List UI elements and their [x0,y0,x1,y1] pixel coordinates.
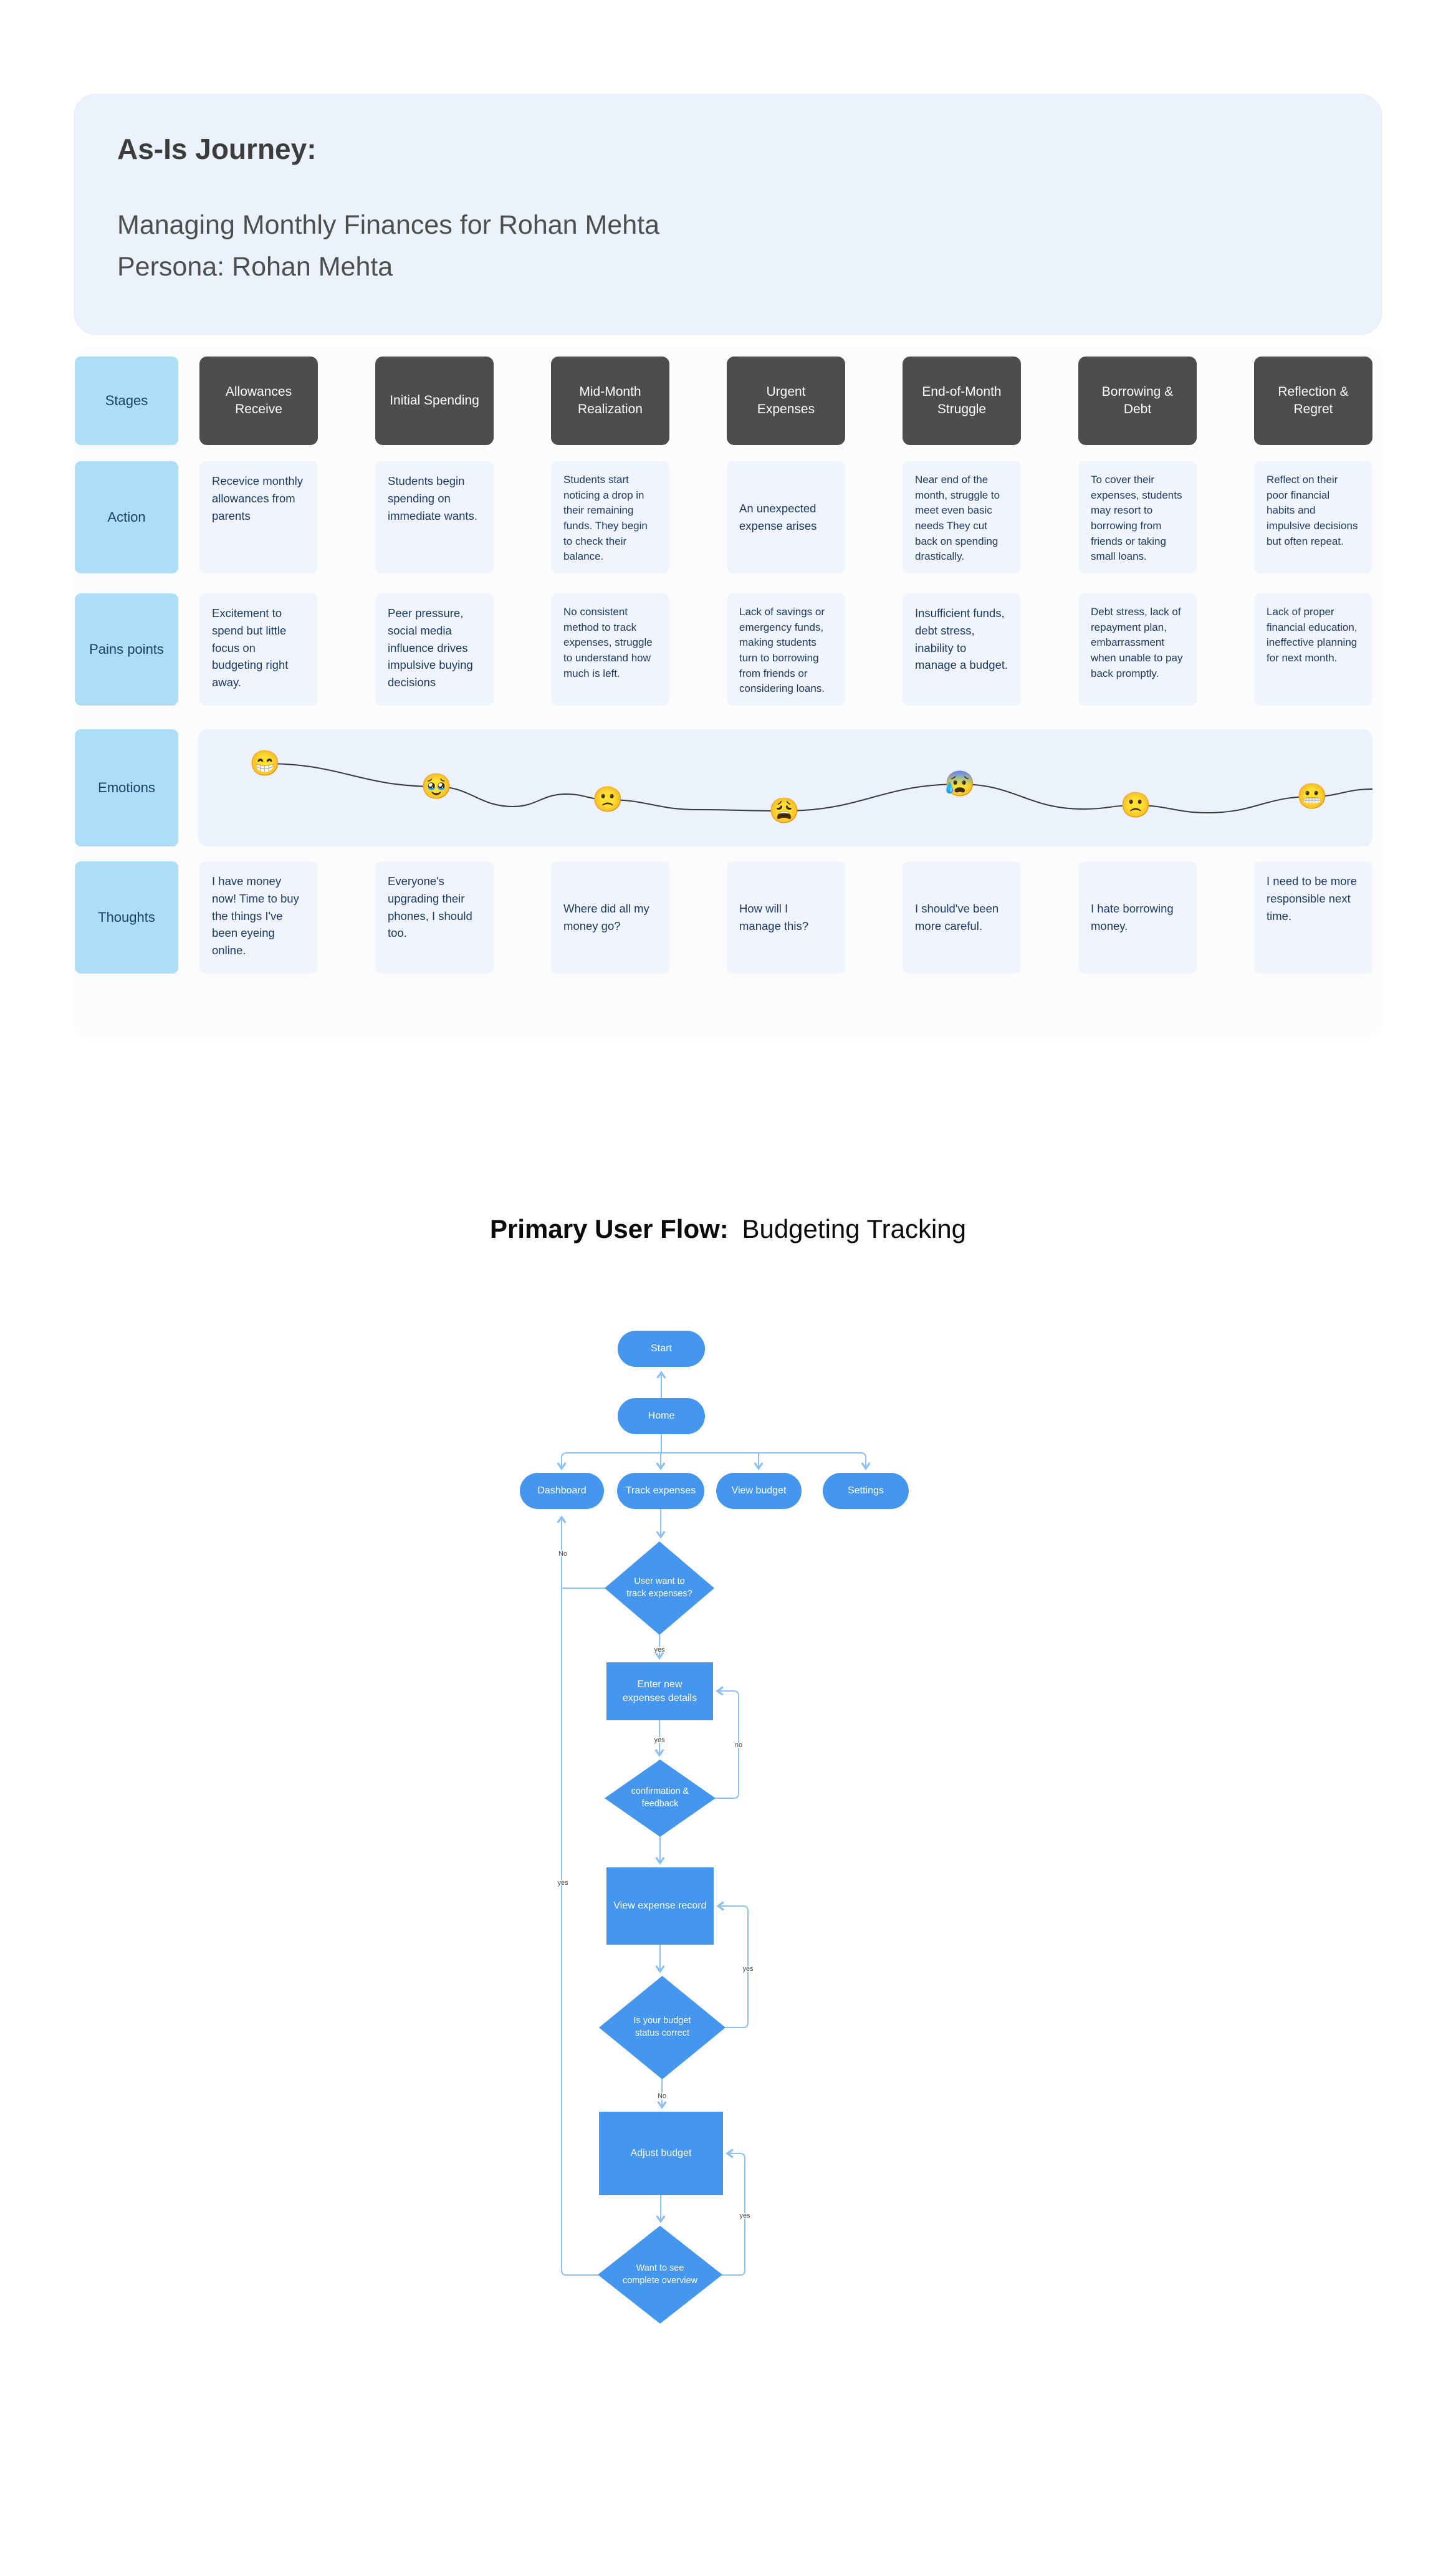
action-cell: Students begin spending on immediate wan… [375,461,494,573]
emotion-emoji: 😬 [1296,783,1328,810]
thought-cell: I hate borrowing money. [1078,861,1197,974]
flow-heading-regular: Budgeting Tracking [742,1214,967,1243]
edge-label-yes: yes [654,1736,665,1744]
flow-heading-bold: Primary User Flow: [489,1214,729,1243]
emotion-emoji: 😁 [249,750,280,777]
edge-label-yes: yes [739,2212,750,2220]
edge-label-no: No [558,1550,567,1558]
thought-cell: How will I manage this? [727,861,845,974]
flow-node-track-expenses: Track expenses [617,1473,704,1509]
thought-cell: I have money now! Time to buy the things… [199,861,318,974]
journey-subtitle: Managing Monthly Finances for Rohan Meht… [117,204,659,287]
action-cell: An unexpected expense arises [727,461,845,573]
flow-node-start: Start [618,1331,705,1367]
pain-cell: Lack of savings or emergency funds, maki… [727,593,845,706]
stage-cell: End-of-Month Struggle [903,357,1021,445]
pain-cell: Debt stress, lack of repayment plan, emb… [1078,593,1197,706]
action-cell: Recevice monthly allowances from parents [199,461,318,573]
emotion-emoji: 🙁 [1120,792,1151,819]
emotion-emoji: 🥹 [421,773,452,800]
stage-cell: Borrowing & Debt [1078,357,1197,445]
flow-heading: Primary User Flow: Budgeting Tracking [0,1214,1456,1244]
flow-node-home: Home [618,1398,705,1434]
emotion-emoji: 😰 [944,770,975,798]
thought-cell: I need to be more responsible next time. [1254,861,1372,974]
journey-title: As-Is Journey: [117,133,317,165]
flow-node-enter-expenses: Enter new expenses details [606,1662,713,1720]
emotion-curve [264,763,1372,814]
row-label-thoughts: Thoughts [75,861,178,974]
thought-cell: Where did all my money go? [551,861,669,974]
flow-node-dashboard: Dashboard [520,1473,604,1509]
thought-cell: I should've been more careful. [903,861,1021,974]
journey-subtitle-line1: Managing Monthly Finances for Rohan Meht… [117,210,660,240]
pain-cell: Insufficient funds, debt stress, inabili… [903,593,1021,706]
flow-node-view-budget: View budget [716,1473,802,1509]
flow-node-adjust-budget: Adjust budget [599,2112,723,2195]
pain-cell: Peer pressure, social media influence dr… [375,593,494,706]
journey-header-card: As-Is Journey: Managing Monthly Finances… [74,93,1382,335]
edge-label-no: no [735,1741,742,1749]
action-cell: Students start noticing a drop in their … [551,461,669,573]
stage-cell: Reflection & Regret [1254,357,1372,445]
emotion-emoji: 🙁 [592,786,623,813]
row-label-emotions: Emotions [75,729,178,846]
flow-node-view-expense-record: View expense record [606,1867,714,1945]
flow-node-settings: Settings [823,1473,909,1509]
pain-cell: Lack of proper financial education, inef… [1254,593,1372,706]
stage-cell: Mid-Month Realization [551,357,669,445]
stage-cell: Allowances Receive [199,357,318,445]
edge-label-no: No [658,2092,666,2100]
row-label-action: Action [75,461,178,573]
thought-cell: Everyone's upgrading their phones, I sho… [375,861,494,974]
edge-label-yes: yes [557,1879,568,1887]
action-cell: Near end of the month, struggle to meet … [903,461,1021,573]
pain-cell: Excitement to spend but little focus on … [199,593,318,706]
action-cell: To cover their expenses, students may re… [1078,461,1197,573]
row-label-stages: Stages [75,357,178,445]
row-label-pains: Pains points [75,593,178,706]
emotion-panel: 😁 🥹 🙁 😩 😰 🙁 😬 [198,729,1372,846]
edge-label-yes: yes [654,1646,665,1654]
journey-subtitle-line2: Persona: Rohan Mehta [117,251,393,282]
stage-cell: Urgent Expenses [727,357,845,445]
emotion-emoji: 😩 [769,797,800,825]
edge-label-yes: yes [742,1965,754,1973]
action-cell: Reflect on their poor financial habits a… [1254,461,1372,573]
stage-cell: Initial Spending [375,357,494,445]
pain-cell: No consistent method to track expenses, … [551,593,669,706]
